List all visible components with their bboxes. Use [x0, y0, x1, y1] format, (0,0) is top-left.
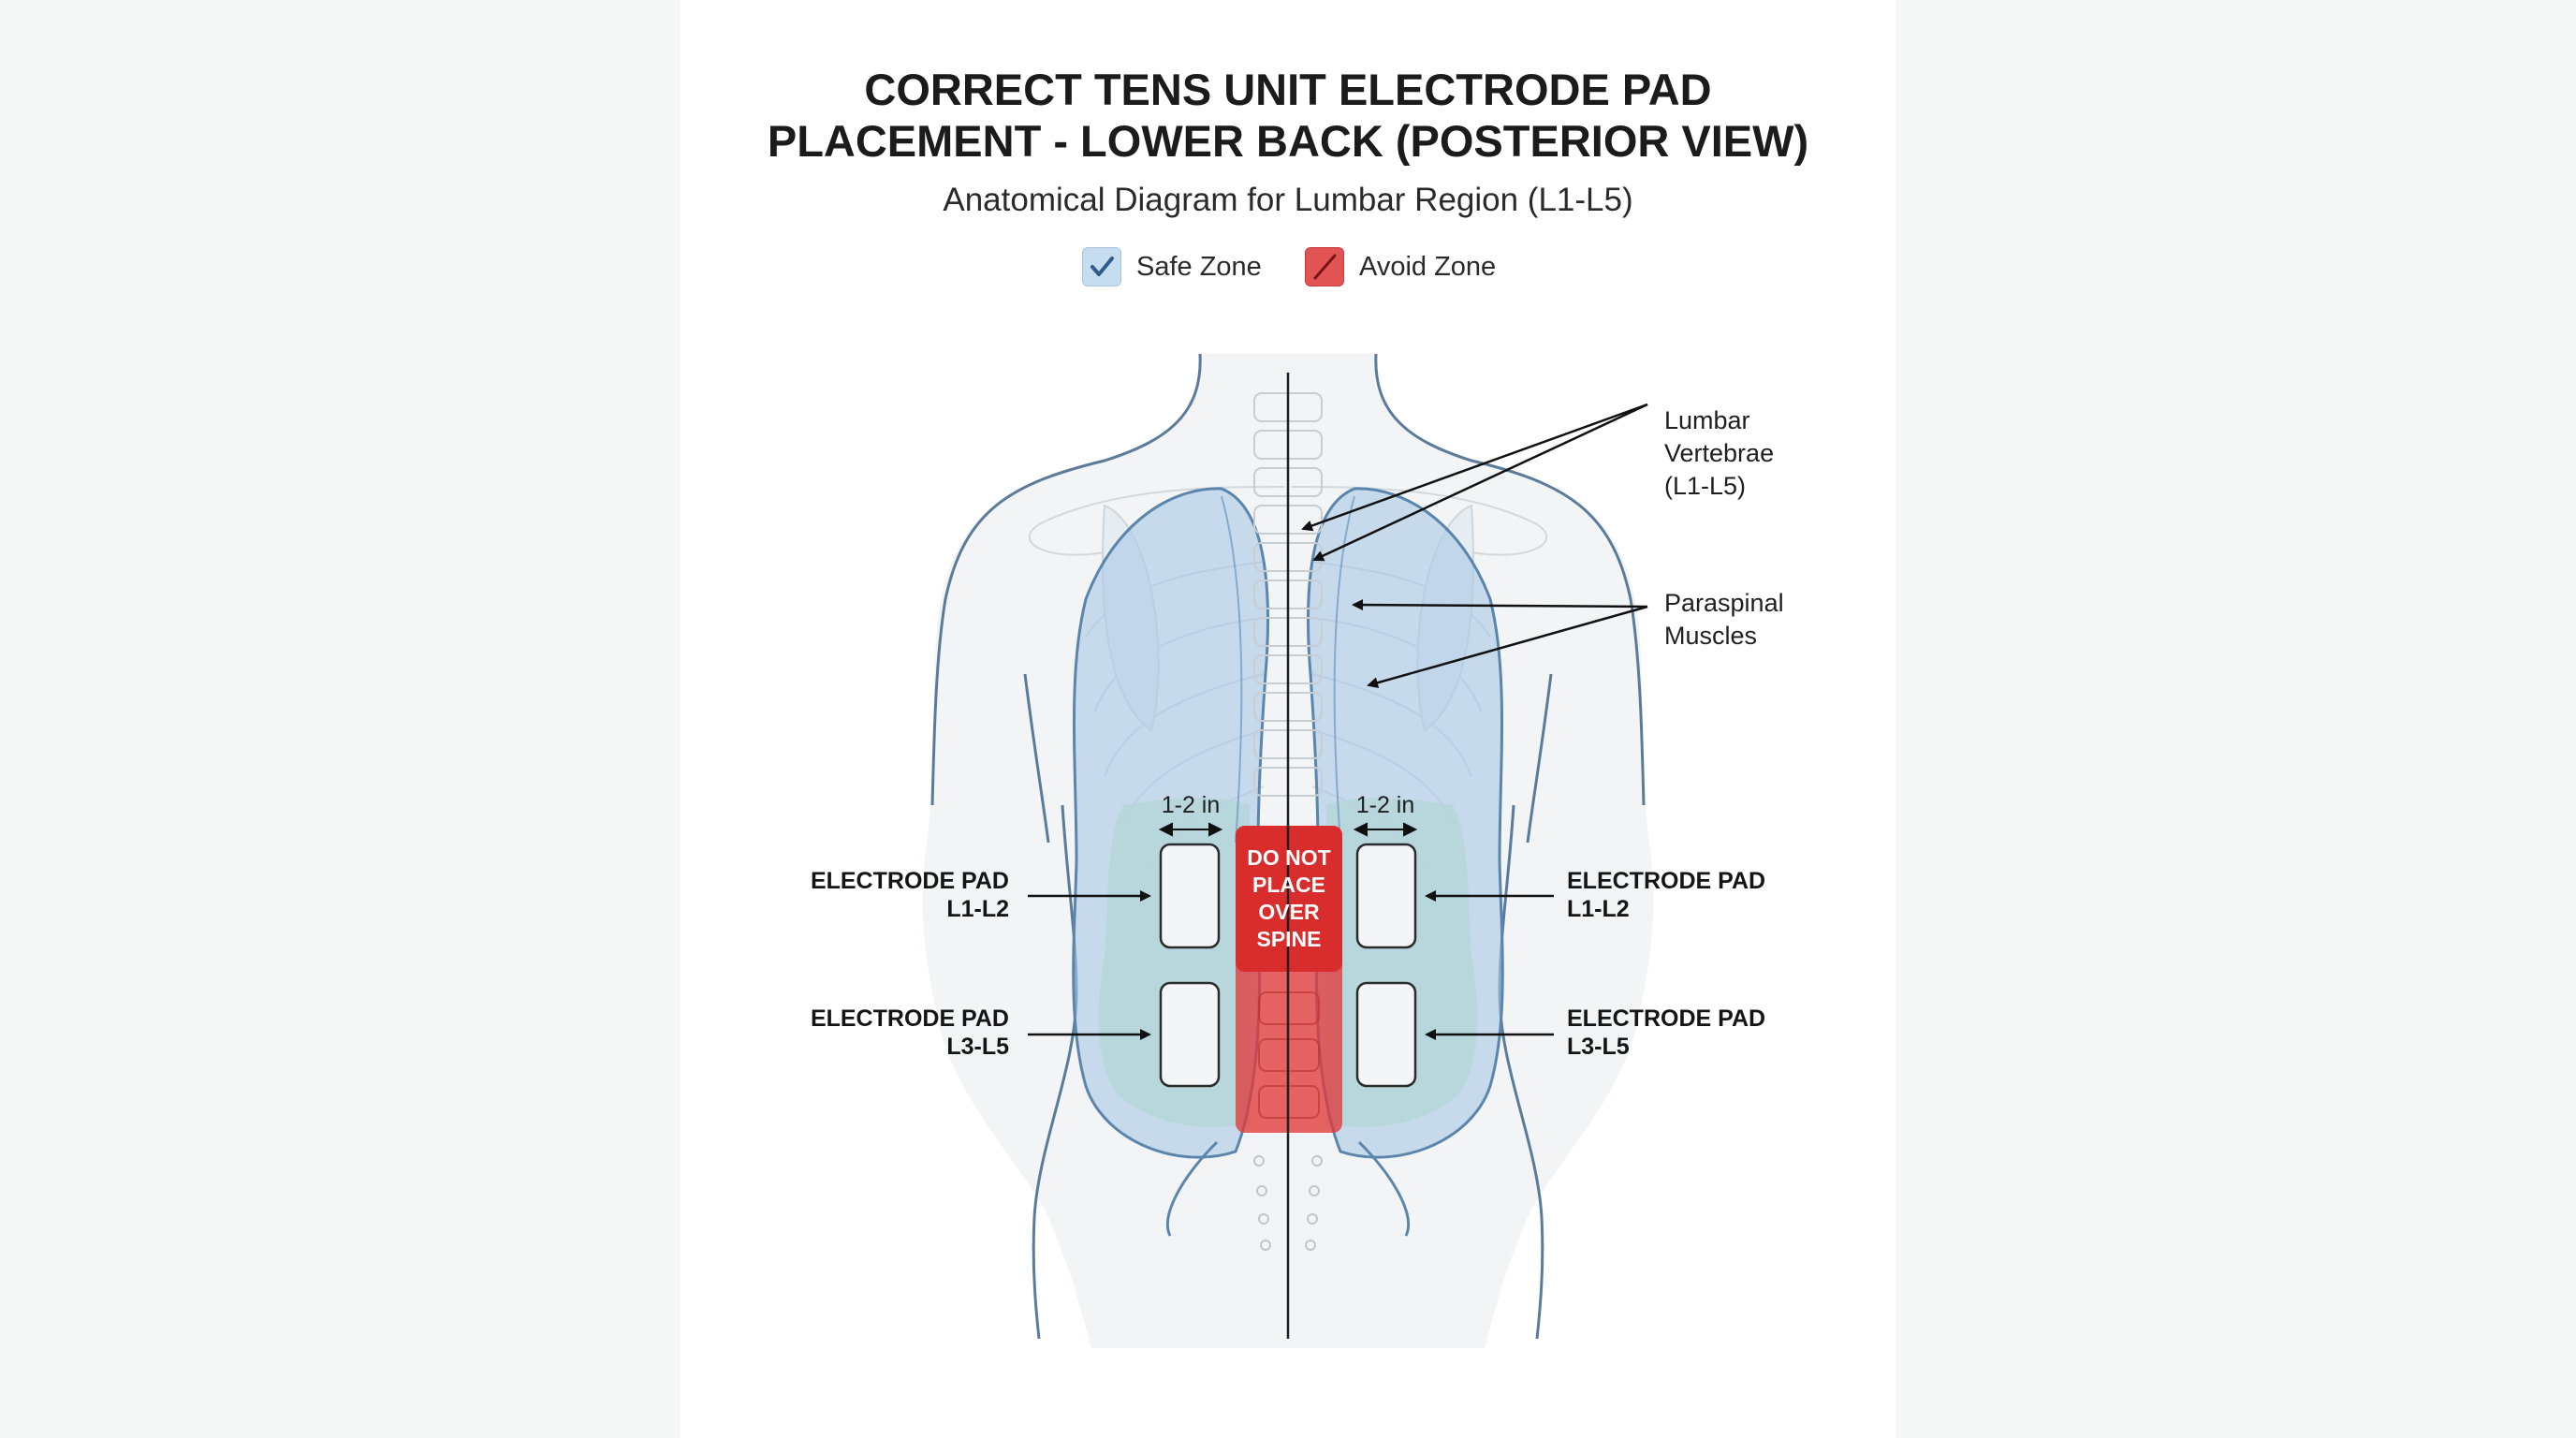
- callout-paraspinal-muscles: Paraspinal Muscles: [1664, 589, 1784, 650]
- pad-label-right-lower: ELECTRODE PAD L3-L5: [1567, 1005, 1766, 1060]
- legend-safe-label: Safe Zone: [1136, 251, 1262, 282]
- legend-avoid-label: Avoid Zone: [1359, 251, 1497, 282]
- slash-icon: [1305, 247, 1344, 286]
- callout-lumbar-vertebrae: Lumbar Vertebrae (L1-L5): [1664, 406, 1775, 500]
- electrode-pad-left-upper: [1159, 843, 1221, 949]
- page-title: CORRECT TENS UNIT ELECTRODE PAD PLACEMEN…: [767, 65, 1809, 166]
- spacing-label-left: 1-2 in: [1161, 792, 1221, 818]
- electrode-pad-right-upper: [1355, 843, 1417, 949]
- pad-label-left-upper: ELECTRODE PAD L1-L2: [810, 868, 1009, 922]
- spacing-label-right: 1-2 in: [1355, 792, 1415, 818]
- page-subtitle: Anatomical Diagram for Lumbar Region (L1…: [943, 182, 1633, 218]
- spacing-arrow-left: [1158, 822, 1223, 837]
- spacing-arrow-right: [1353, 822, 1418, 837]
- pad-label-right-upper: ELECTRODE PAD L1-L2: [1567, 868, 1766, 922]
- legend-safe-zone: Safe Zone: [1082, 245, 1262, 288]
- electrode-pad-left-lower: [1159, 981, 1221, 1088]
- electrode-pad-right-lower: [1355, 981, 1417, 1088]
- pad-label-left-lower: ELECTRODE PAD L3-L5: [810, 1005, 1009, 1060]
- check-icon: [1082, 247, 1121, 286]
- do-not-place-over-spine-warning: DO NOT PLACE OVER SPINE: [1247, 845, 1331, 951]
- legend-avoid-zone: Avoid Zone: [1305, 245, 1496, 288]
